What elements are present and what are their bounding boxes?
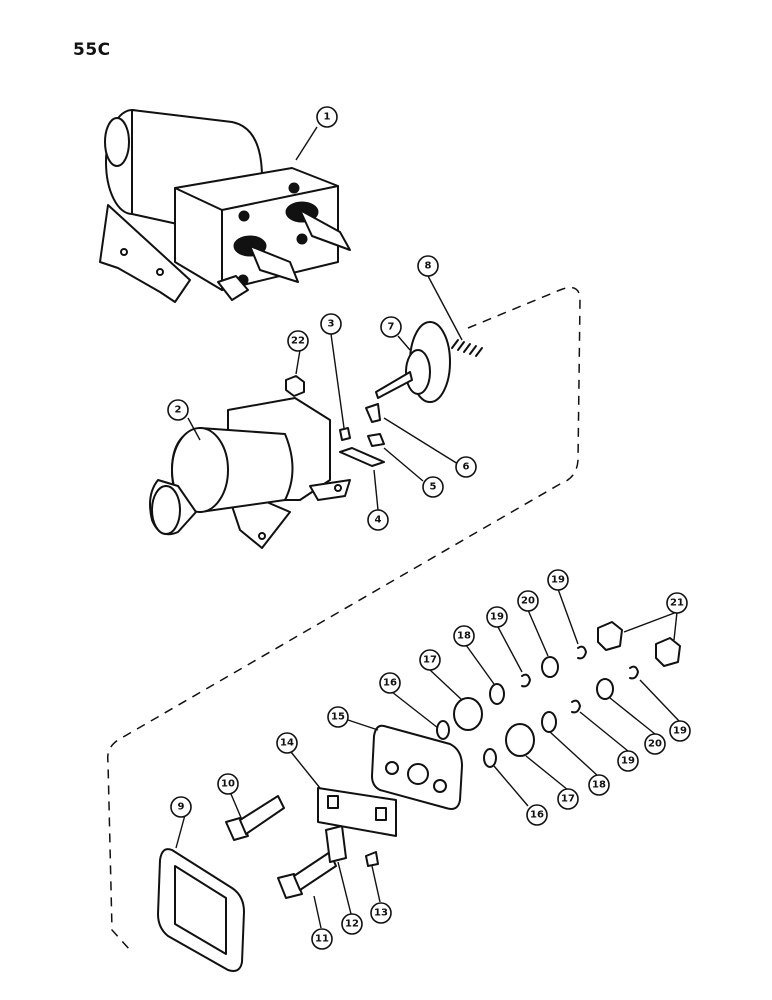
svg-text:19: 19 bbox=[673, 726, 687, 737]
svg-text:8: 8 bbox=[425, 261, 432, 272]
part-10-bolt bbox=[225, 795, 285, 841]
callout-2: 2 bbox=[167, 399, 189, 421]
part-21-nut bbox=[655, 637, 681, 667]
part-3-screw bbox=[339, 427, 351, 441]
part-6-screw bbox=[365, 403, 381, 423]
svg-text:10: 10 bbox=[221, 779, 235, 790]
callout-17: 17 bbox=[557, 788, 579, 810]
svg-text:3: 3 bbox=[328, 319, 335, 330]
part-13-screw bbox=[365, 851, 379, 867]
callout-21: 21 bbox=[666, 592, 688, 614]
svg-text:14: 14 bbox=[280, 738, 294, 749]
callout-17: 17 bbox=[419, 649, 441, 671]
part-7-contact-disc bbox=[375, 321, 451, 403]
svg-text:16: 16 bbox=[530, 810, 544, 821]
part-19-lockwasher bbox=[521, 673, 531, 688]
part-21-nut bbox=[597, 621, 623, 651]
solenoid-assembly bbox=[99, 109, 351, 303]
svg-text:20: 20 bbox=[648, 739, 662, 750]
callout-10: 10 bbox=[217, 773, 239, 795]
part-8-spring bbox=[451, 339, 483, 357]
callout-20: 20 bbox=[644, 733, 666, 755]
part-15-cover bbox=[371, 724, 463, 810]
svg-text:7: 7 bbox=[388, 322, 395, 333]
callout-15: 15 bbox=[327, 706, 349, 728]
callout-16: 16 bbox=[379, 672, 401, 694]
part-19-lockwasher bbox=[577, 645, 587, 660]
part-9-gasket bbox=[157, 848, 245, 972]
svg-text:13: 13 bbox=[374, 908, 388, 919]
part-17-bushing bbox=[453, 697, 483, 731]
part-17-bushing bbox=[505, 723, 535, 757]
callout-6: 6 bbox=[455, 456, 477, 478]
callout-3: 3 bbox=[320, 313, 342, 335]
callout-19: 19 bbox=[669, 720, 691, 742]
svg-text:18: 18 bbox=[457, 631, 471, 642]
svg-text:19: 19 bbox=[621, 756, 635, 767]
page-label: 55C bbox=[73, 40, 111, 60]
callout-19: 19 bbox=[547, 569, 569, 591]
svg-text:11: 11 bbox=[315, 934, 329, 945]
callout-1: 1 bbox=[316, 106, 338, 128]
svg-text:17: 17 bbox=[423, 655, 437, 666]
part-22-nut bbox=[285, 375, 305, 397]
part-4-bracket bbox=[339, 447, 385, 467]
svg-text:1: 1 bbox=[324, 112, 331, 123]
callout-11: 11 bbox=[311, 928, 333, 950]
callout-19: 19 bbox=[486, 606, 508, 628]
svg-text:4: 4 bbox=[375, 515, 382, 526]
svg-text:22: 22 bbox=[291, 336, 305, 347]
svg-text:19: 19 bbox=[490, 612, 504, 623]
svg-text:15: 15 bbox=[331, 712, 345, 723]
svg-text:17: 17 bbox=[561, 794, 575, 805]
callout-18: 18 bbox=[588, 774, 610, 796]
svg-text:21: 21 bbox=[670, 598, 684, 609]
part-19-lockwasher bbox=[571, 699, 581, 714]
callout-16: 16 bbox=[526, 804, 548, 826]
svg-text:12: 12 bbox=[345, 919, 359, 930]
part-5-clip bbox=[367, 433, 385, 447]
part-18-washer bbox=[489, 683, 505, 705]
callout-4: 4 bbox=[367, 509, 389, 531]
part-11-bolt bbox=[277, 851, 337, 899]
callout-7: 7 bbox=[380, 316, 402, 338]
callout-14: 14 bbox=[276, 732, 298, 754]
part-20-washer bbox=[596, 678, 614, 700]
solenoid-body bbox=[149, 397, 351, 549]
part-19-lockwasher bbox=[629, 665, 639, 680]
callout-19: 19 bbox=[617, 750, 639, 772]
callout-9: 9 bbox=[170, 796, 192, 818]
svg-text:20: 20 bbox=[521, 596, 535, 607]
callout-5: 5 bbox=[422, 476, 444, 498]
part-20-washer bbox=[541, 656, 559, 678]
leader-lines bbox=[175, 126, 681, 929]
svg-text:18: 18 bbox=[592, 780, 606, 791]
callout-12: 12 bbox=[341, 913, 363, 935]
svg-text:16: 16 bbox=[383, 678, 397, 689]
callout-13: 13 bbox=[370, 902, 392, 924]
svg-text:2: 2 bbox=[175, 405, 182, 416]
part-16-washer bbox=[436, 720, 450, 740]
callout-20: 20 bbox=[517, 590, 539, 612]
assembly-dashed-line bbox=[106, 286, 581, 951]
part-16-washer bbox=[483, 748, 497, 768]
svg-text:5: 5 bbox=[430, 482, 437, 493]
part-12-terminal bbox=[325, 825, 347, 863]
part-14-plate bbox=[317, 787, 397, 837]
callout-22: 22 bbox=[287, 330, 309, 352]
callout-18: 18 bbox=[453, 625, 475, 647]
svg-text:6: 6 bbox=[463, 462, 470, 473]
svg-text:19: 19 bbox=[551, 575, 565, 586]
svg-text:9: 9 bbox=[178, 802, 185, 813]
part-18-washer bbox=[541, 711, 557, 733]
callout-8: 8 bbox=[417, 255, 439, 277]
